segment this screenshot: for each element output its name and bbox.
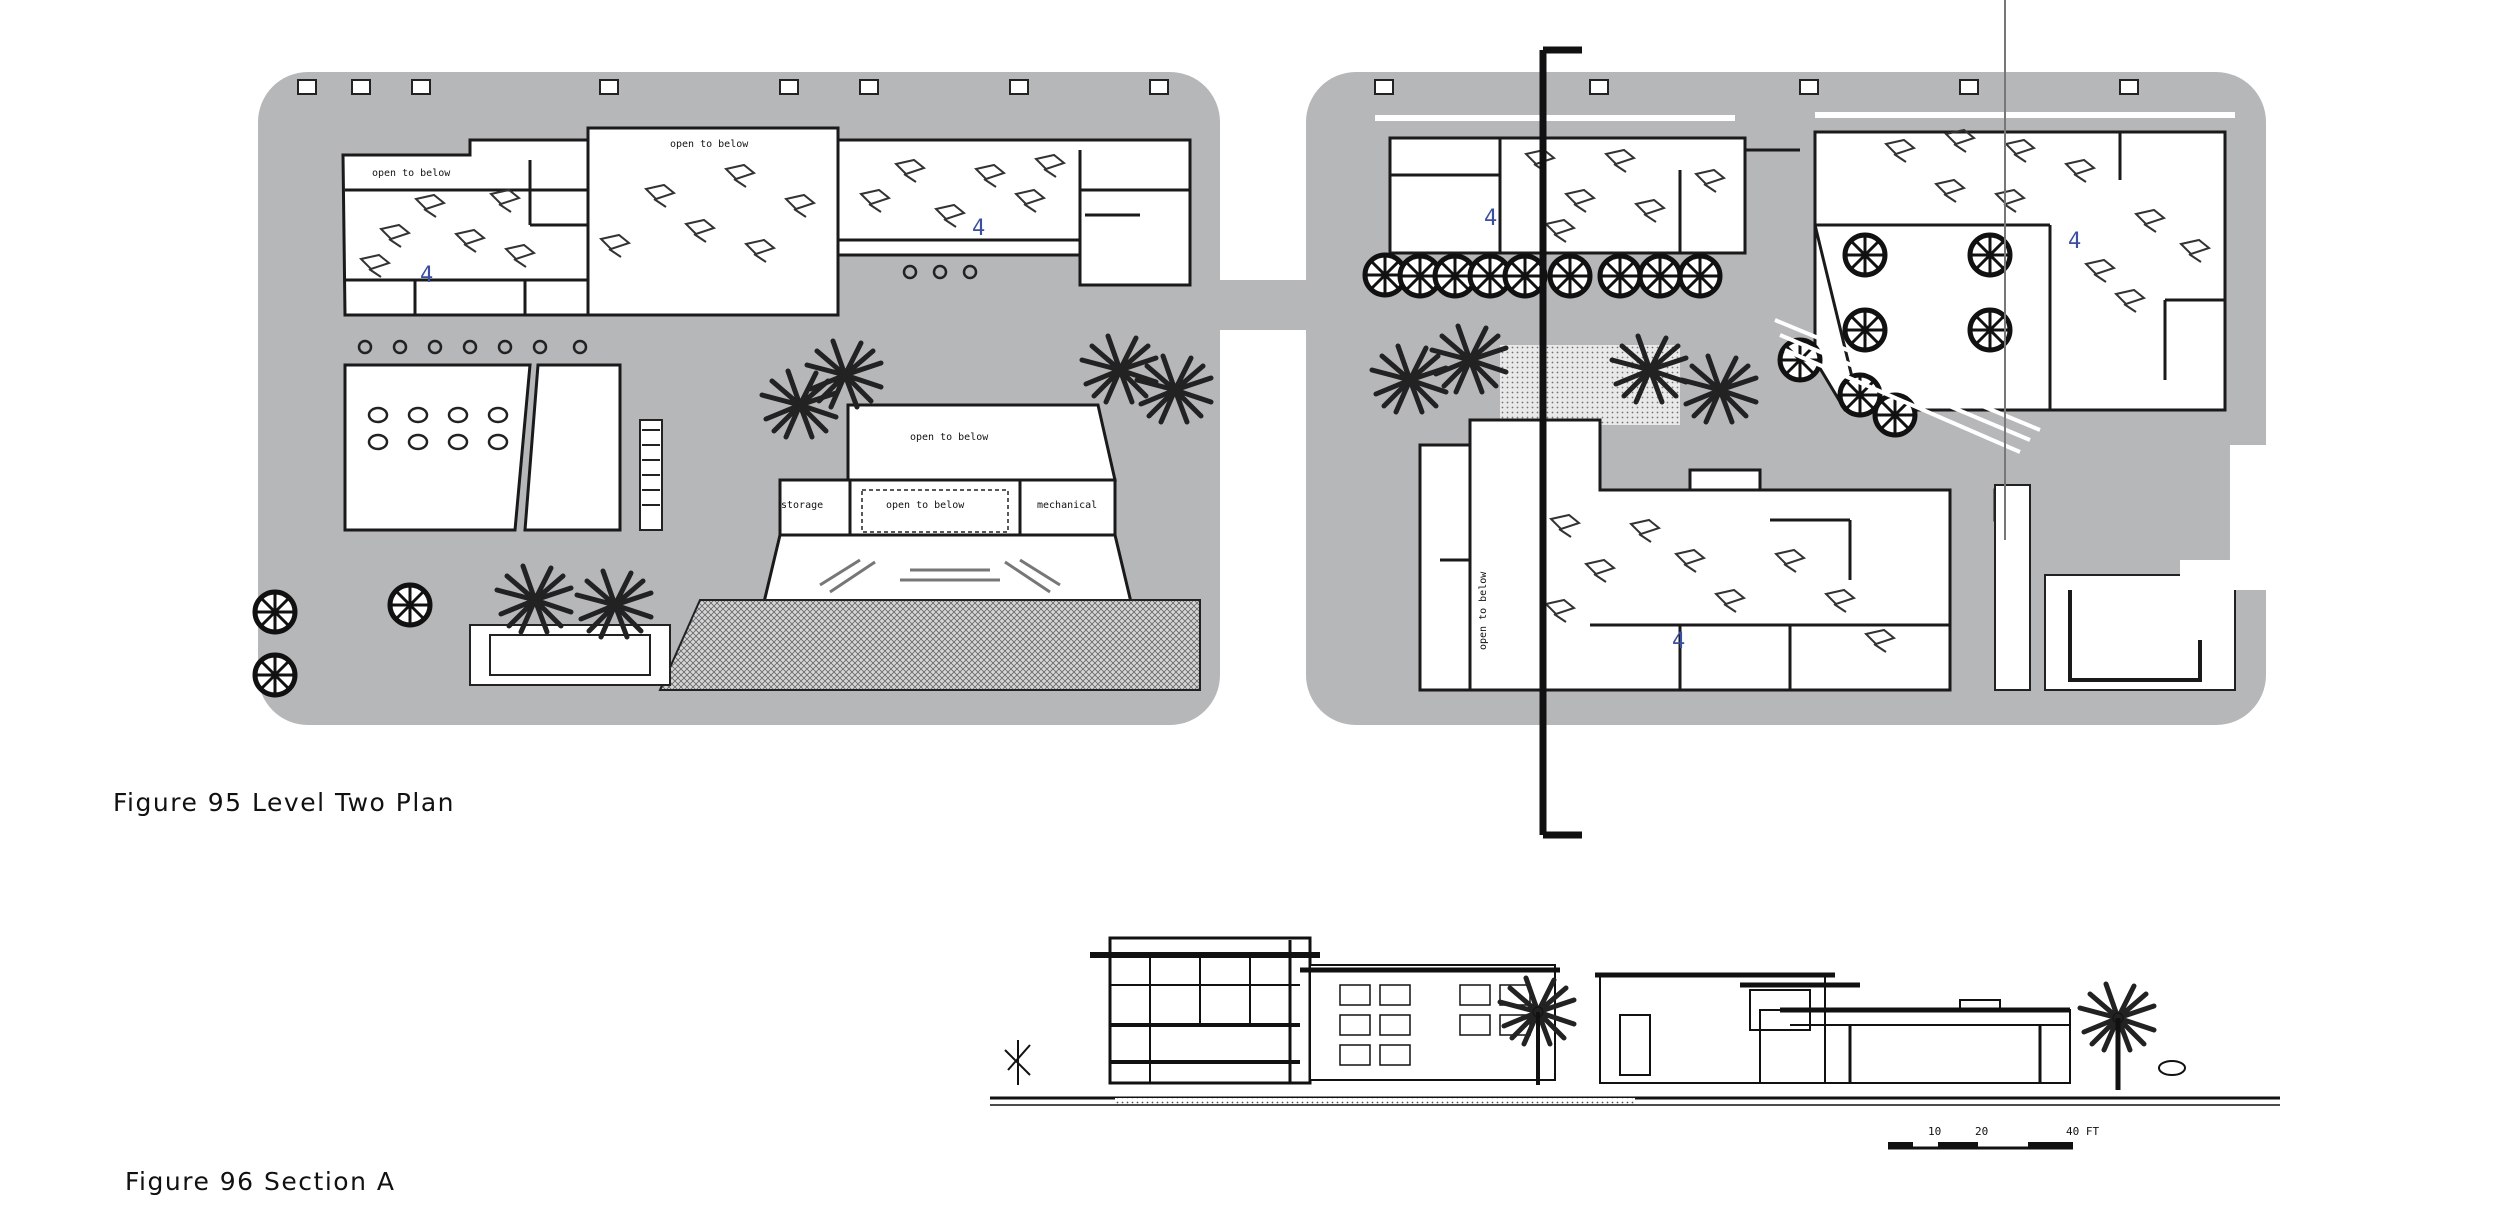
right-site-block: 4 4 <box>1306 72 2270 725</box>
figure-96-caption: Figure 96 Section A <box>125 1167 396 1196</box>
open-to-below-label: open to below <box>886 500 965 511</box>
scale-tick-label: 20 <box>1975 1125 1988 1138</box>
room-number: 4 <box>972 216 985 241</box>
figure-95-caption: Figure 95 Level Two Plan <box>113 788 455 817</box>
scale-tick-label: 10 <box>1928 1125 1941 1138</box>
room-number: 4 <box>1484 206 1497 231</box>
room-number: 4 <box>1672 629 1685 654</box>
upper-left-building <box>341 126 1192 317</box>
section-cut-line <box>1539 46 1582 839</box>
upper-classroom-building <box>1388 136 1800 255</box>
open-to-below-label: open to below <box>670 139 749 150</box>
storage-label: storage <box>781 500 823 511</box>
open-to-below-label: open to below <box>1478 571 1489 650</box>
lower-right-building <box>1418 418 2022 692</box>
section-a-drawing <box>990 936 2280 1106</box>
upper-right-building <box>1813 130 2227 412</box>
scale-tick-label: 40 FT <box>2066 1125 2099 1138</box>
room-number: 4 <box>2068 229 2081 254</box>
room-number: 4 <box>420 263 433 288</box>
bridge <box>1220 280 1315 330</box>
scale-bar: 10 20 40 FT <box>1888 1125 2099 1150</box>
mechanical-label: mechanical <box>1037 500 1097 511</box>
lower-left-building <box>343 363 622 532</box>
open-to-below-label: open to below <box>910 432 989 443</box>
open-to-below-label: open to below <box>372 168 451 179</box>
left-site-block: open to below open to below 4 4 <box>255 72 1220 725</box>
